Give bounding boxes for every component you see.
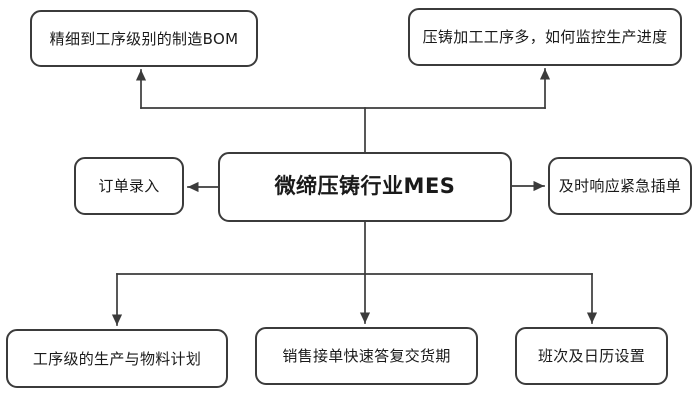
node-central-mes[interactable]: 微缔压铸行业MES <box>218 152 512 222</box>
node-order-entry[interactable]: 订单录入 <box>74 157 184 215</box>
node-production-progress[interactable]: 压铸加工工序多，如何监控生产进度 <box>408 8 682 66</box>
node-shift-calendar-setup[interactable]: 班次及日历设置 <box>515 327 668 385</box>
node-label: 及时响应紧急插单 <box>558 177 682 195</box>
node-urgent-order-response[interactable]: 及时响应紧急插单 <box>548 157 692 215</box>
node-label: 订单录入 <box>98 177 160 195</box>
node-label: 微缔压铸行业MES <box>274 174 456 199</box>
node-label: 班次及日历设置 <box>537 347 646 365</box>
node-label: 精细到工序级别的制造BOM <box>49 29 239 48</box>
node-production-material-plan[interactable]: 工序级的生产与物料计划 <box>6 329 228 388</box>
node-delivery-date-reply[interactable]: 销售接单快速答复交货期 <box>255 327 478 385</box>
node-manufacturing-bom[interactable]: 精细到工序级别的制造BOM <box>30 10 258 67</box>
node-label: 工序级的生产与物料计划 <box>32 349 202 368</box>
node-label: 压铸加工工序多，如何监控生产进度 <box>422 28 668 46</box>
node-label: 销售接单快速答复交货期 <box>282 347 451 365</box>
